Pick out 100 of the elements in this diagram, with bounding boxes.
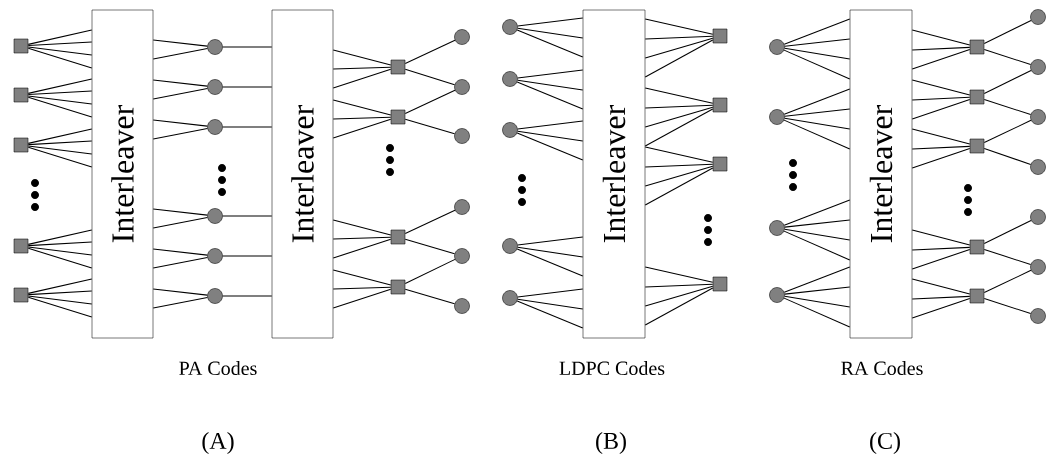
connector-line	[404, 118, 456, 135]
connector-line	[332, 288, 392, 309]
connector-line	[152, 208, 208, 216]
connector-line	[27, 246, 93, 256]
square-node	[13, 38, 29, 54]
connector-line	[644, 106, 714, 128]
circle-node	[207, 248, 223, 264]
connector-line	[784, 286, 851, 295]
connector-line	[783, 266, 851, 293]
caption-text: LDPC Codes	[559, 361, 665, 376]
circle-node	[502, 71, 518, 87]
connector-line	[27, 41, 93, 47]
connector-line	[911, 48, 971, 70]
connector-line	[27, 278, 93, 294]
square-node	[13, 238, 29, 254]
connector-line	[222, 255, 273, 257]
circle-node	[207, 288, 223, 304]
connector-line	[516, 29, 584, 58]
connector-line	[911, 229, 971, 246]
connector-line	[27, 290, 93, 296]
connector-line	[222, 295, 273, 297]
square-node	[969, 89, 985, 105]
square-node	[13, 287, 29, 303]
connector-line	[983, 269, 1032, 294]
square-node	[712, 28, 728, 44]
connector-line	[152, 256, 208, 269]
connector-line	[983, 98, 1032, 116]
connector-line	[27, 78, 93, 94]
connector-line	[911, 128, 971, 145]
connector-line	[517, 130, 584, 142]
connector-line	[152, 87, 208, 100]
connector-line	[644, 266, 714, 283]
square-node	[969, 288, 985, 304]
connector-line	[517, 288, 584, 298]
connector-line	[517, 79, 584, 91]
interleaver-box: Interleaver	[849, 9, 913, 339]
connector-line	[644, 287, 714, 326]
circle-node	[1030, 308, 1046, 324]
connector-line	[222, 215, 273, 217]
circle-node	[502, 122, 518, 138]
connector-line	[644, 35, 714, 40]
connector-line	[911, 147, 971, 169]
connector-line	[784, 108, 851, 117]
connector-line	[983, 297, 1032, 315]
connector-line	[27, 128, 93, 144]
circle-node	[1030, 109, 1046, 125]
circle-node	[207, 79, 223, 95]
circle-node	[1030, 9, 1046, 25]
connector-line	[911, 278, 971, 295]
connector-line	[983, 248, 1032, 266]
circle-node	[454, 199, 470, 215]
circle-node	[207, 39, 223, 55]
circle-node	[207, 119, 223, 135]
circle-node	[207, 208, 223, 224]
square-node	[712, 97, 728, 113]
connector-line	[516, 248, 584, 277]
connector-line	[27, 95, 93, 105]
square-node	[390, 229, 406, 245]
connector-line	[27, 47, 93, 69]
connector-line	[332, 219, 392, 236]
connector-line	[644, 104, 714, 109]
connector-line	[644, 39, 714, 78]
square-node	[390, 279, 406, 295]
square-node	[969, 239, 985, 255]
connector-line	[332, 238, 392, 259]
connector-line	[644, 163, 714, 168]
circle-node	[454, 128, 470, 144]
connector-line	[911, 246, 971, 251]
connector-line	[27, 145, 93, 155]
connector-line	[332, 286, 392, 290]
connector-line	[783, 230, 851, 261]
circle-node	[502, 19, 518, 35]
caption-text: (B)	[596, 432, 626, 454]
connector-line	[332, 99, 392, 116]
connector-line	[332, 236, 392, 240]
connector-line	[332, 269, 392, 286]
connector-line	[404, 39, 456, 65]
circle-node	[1030, 59, 1046, 75]
connector-line	[784, 38, 851, 47]
connector-line	[517, 236, 584, 246]
connector-line	[911, 295, 971, 300]
circle-node	[454, 29, 470, 45]
connector-line	[911, 29, 971, 46]
connector-line	[152, 248, 208, 256]
connector-line	[222, 86, 273, 88]
connector-line	[27, 29, 93, 45]
caption-text: PA Codes	[179, 361, 257, 376]
connector-line	[404, 68, 456, 86]
caption-text: (C)	[870, 432, 900, 454]
connector-line	[516, 132, 584, 161]
square-node	[969, 39, 985, 55]
connector-line	[222, 126, 273, 128]
connector-line	[404, 288, 456, 305]
connector-line	[644, 18, 714, 35]
connector-line	[517, 298, 584, 310]
connector-line	[517, 27, 584, 39]
interleaver-box: Interleaver	[91, 9, 154, 339]
circle-node	[769, 287, 785, 303]
connector-line	[27, 247, 93, 269]
caption-text: RA Codes	[841, 361, 923, 376]
